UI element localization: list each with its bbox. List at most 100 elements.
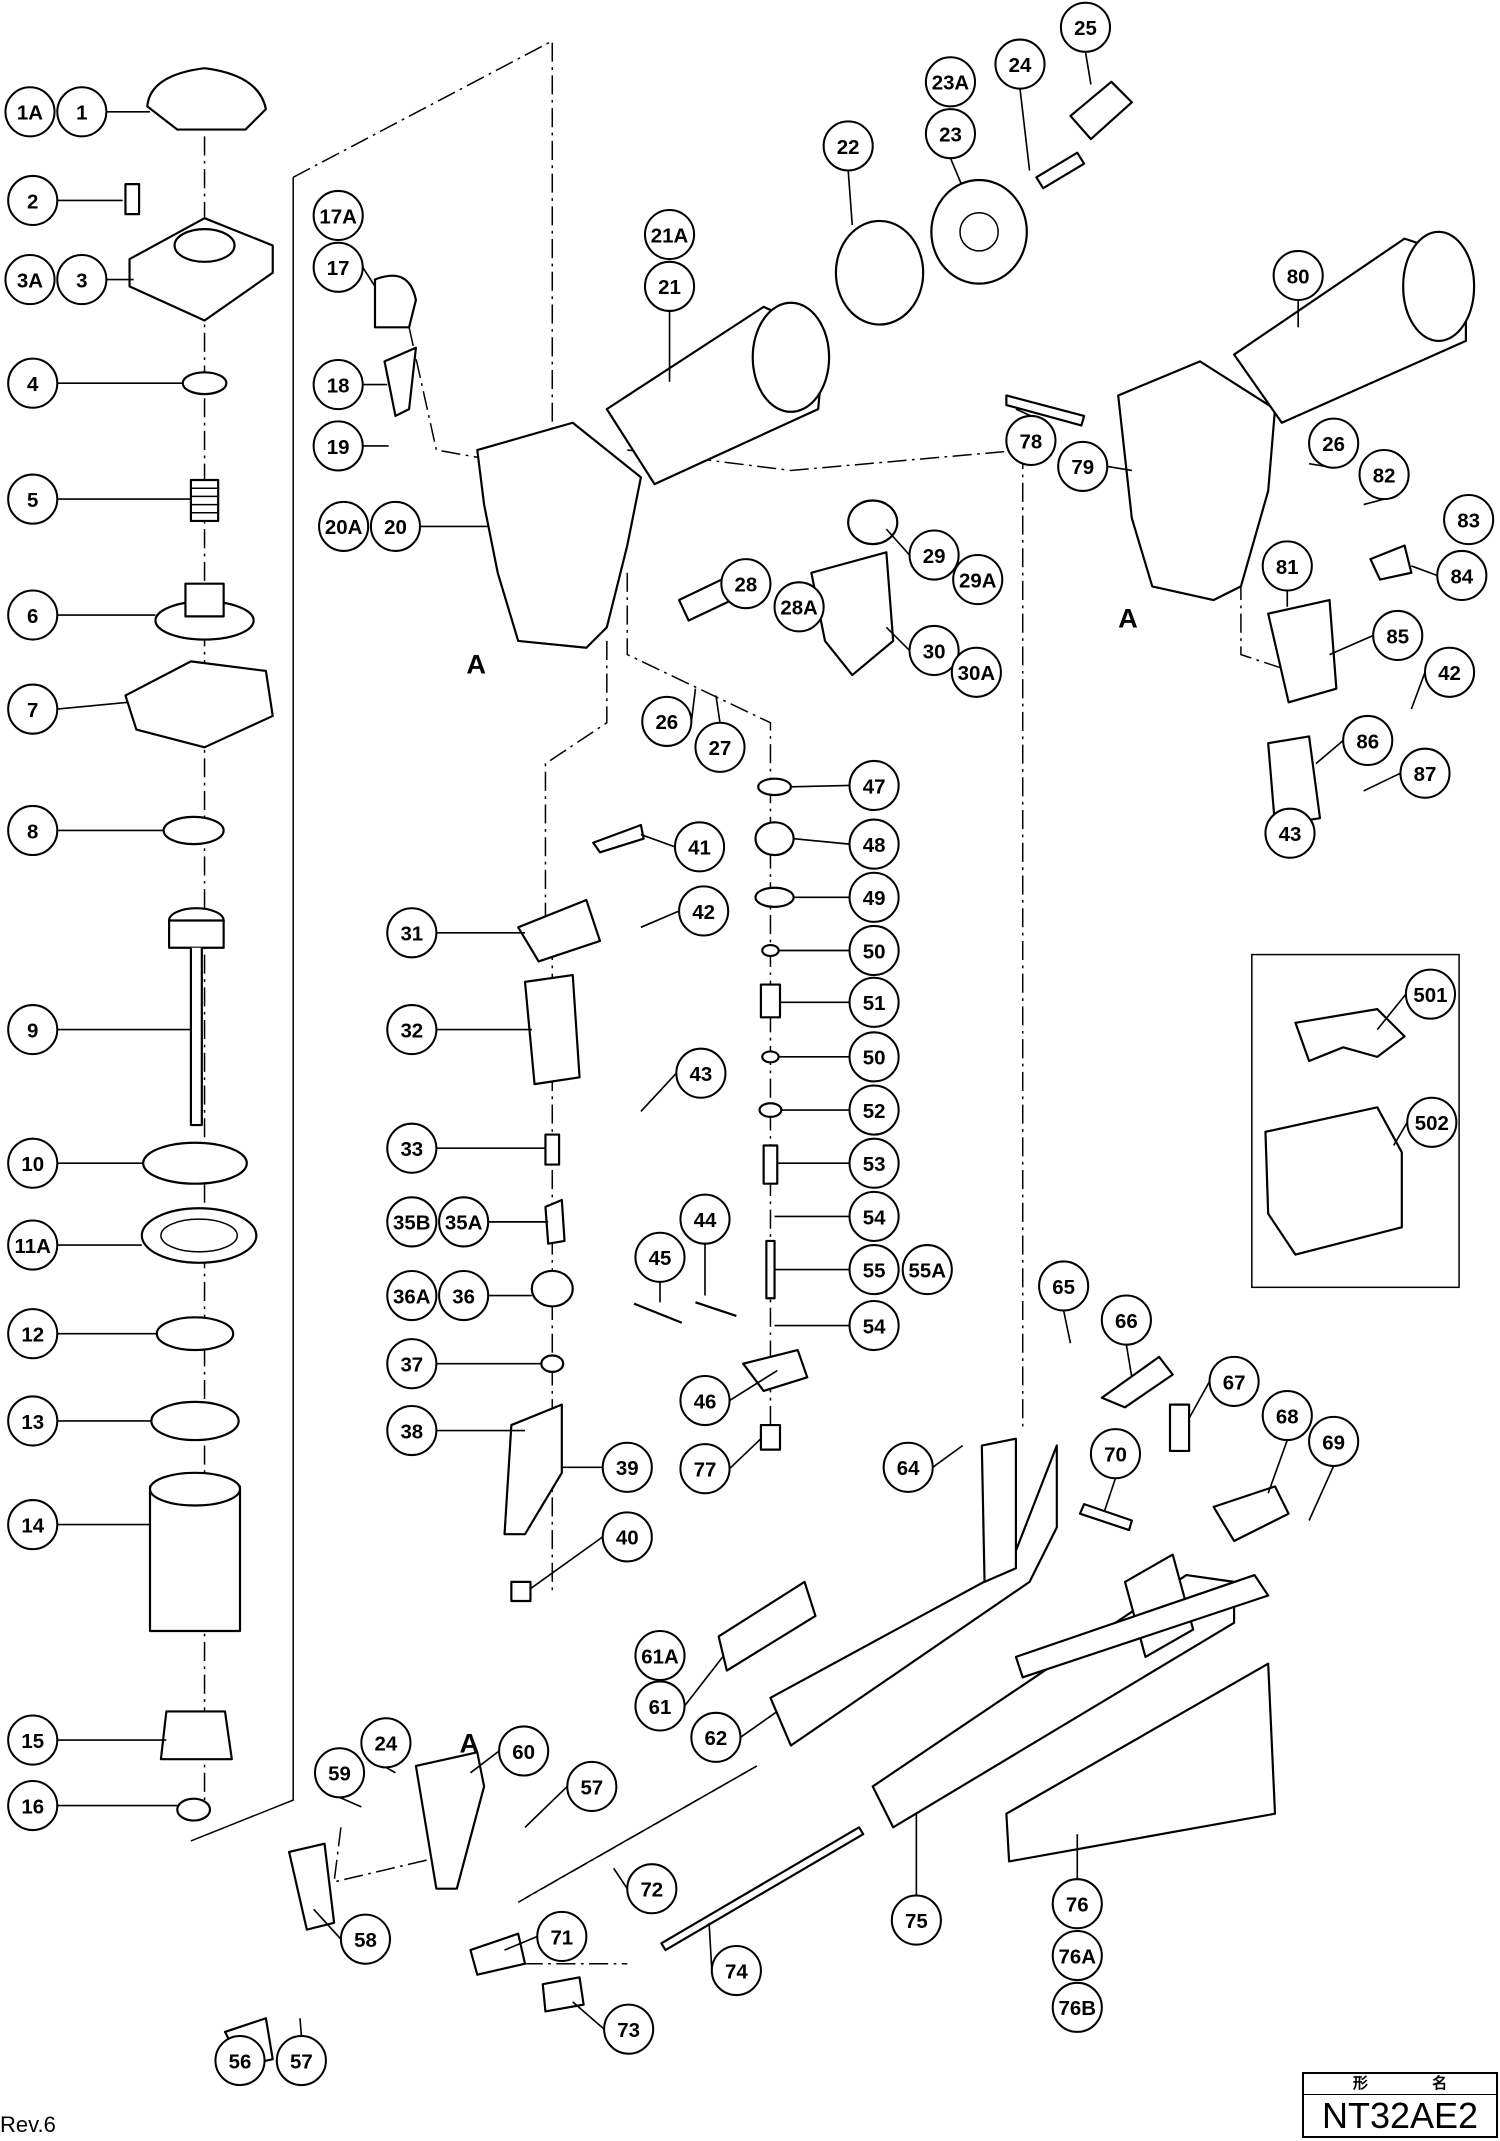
callout-label: 64 xyxy=(897,1457,920,1480)
callout-label: 56 xyxy=(229,2050,252,2073)
leader-line xyxy=(640,833,676,848)
callout-circle xyxy=(848,976,900,1028)
callout-circle xyxy=(1342,714,1394,767)
callout-label: 82 xyxy=(1373,464,1396,487)
callout-leaders xyxy=(57,51,1470,2060)
callout-19: 19 xyxy=(312,420,364,472)
callout-75: 75 xyxy=(890,1894,942,1946)
callout-circle xyxy=(890,1894,942,1946)
callout-67: 67 xyxy=(1208,1355,1260,1407)
callout-circle xyxy=(1059,1,1112,53)
piston-cylinder-parts xyxy=(124,67,274,1822)
callout-circle xyxy=(275,2034,327,2087)
callout-label: 39 xyxy=(616,1457,639,1480)
callout-circle xyxy=(7,1714,59,1766)
callout-label: 10 xyxy=(21,1153,44,1176)
callout-label: 29 xyxy=(923,545,946,568)
leader-line xyxy=(885,626,911,652)
leader-line xyxy=(1267,1439,1289,1494)
callout-label: 35A xyxy=(445,1212,483,1235)
callout-label: 33 xyxy=(400,1138,423,1161)
section-marker-a: A xyxy=(460,1727,480,1758)
callout-22: 22 xyxy=(822,120,874,172)
callout-35b: 35B xyxy=(386,1196,438,1248)
callout-57: 57 xyxy=(566,1760,618,1813)
leader-line xyxy=(1125,1344,1133,1378)
callout-circle xyxy=(848,759,900,812)
callout-circle xyxy=(848,1031,900,1083)
callout-circle xyxy=(386,1269,438,1322)
callout-label: 54 xyxy=(863,1206,886,1229)
callout-label: 41 xyxy=(688,837,711,860)
leader-line xyxy=(469,1750,500,1774)
callout-label: 37 xyxy=(400,1354,423,1377)
callout-1: 1 xyxy=(56,86,108,138)
callout-26: 26 xyxy=(641,695,693,747)
leader-line xyxy=(1363,498,1385,506)
callout-circle xyxy=(678,885,730,937)
callout-circle xyxy=(438,1196,490,1248)
callout-15: 15 xyxy=(7,1714,59,1766)
callout-50: 50 xyxy=(848,1031,900,1083)
callout-label: 43 xyxy=(690,1063,713,1086)
callout-8: 8 xyxy=(7,804,59,857)
callout-80: 80 xyxy=(1272,249,1324,302)
callout-64: 64 xyxy=(882,1441,934,1493)
callout-10: 10 xyxy=(7,1137,59,1189)
callout-circle xyxy=(1308,1415,1360,1467)
callout-circle xyxy=(994,38,1046,90)
callout-73: 73 xyxy=(603,2003,655,2055)
callout-circle xyxy=(773,581,825,633)
callout-circle xyxy=(7,1004,59,1056)
callout-circle xyxy=(56,253,108,306)
callout-52: 52 xyxy=(848,1084,900,1136)
callout-74: 74 xyxy=(710,1944,762,1997)
callout-label: 48 xyxy=(863,834,886,857)
callout-24: 24 xyxy=(360,1717,412,1769)
callout-circle xyxy=(1372,609,1424,662)
leader-line xyxy=(339,1796,362,1808)
section-marker-a: A xyxy=(466,649,486,680)
callout-label: 2 xyxy=(27,190,38,213)
callout-label: 53 xyxy=(863,1153,886,1176)
callout-circle xyxy=(312,358,364,411)
callout-46: 46 xyxy=(679,1374,731,1427)
callout-circle xyxy=(848,924,900,977)
callout-label: 46 xyxy=(694,1390,717,1413)
callout-circle xyxy=(1100,1294,1152,1346)
callout-label: 9 xyxy=(27,1019,38,1042)
callout-87: 87 xyxy=(1399,747,1451,799)
callout-82: 82 xyxy=(1358,448,1410,501)
callout-5: 5 xyxy=(7,473,59,525)
callout-36a: 36A xyxy=(386,1269,438,1322)
callout-circle xyxy=(848,871,900,923)
callout-label: 27 xyxy=(709,737,732,760)
callout-79: 79 xyxy=(1057,440,1109,492)
callout-label: 76A xyxy=(1059,1945,1097,1968)
callout-23a: 23A xyxy=(924,56,977,108)
part-gasket xyxy=(124,660,274,749)
callout-label: 55A xyxy=(909,1259,947,1282)
callout-label: 12 xyxy=(21,1324,44,1347)
callout-circle xyxy=(1443,493,1495,546)
callout-65: 65 xyxy=(1038,1260,1090,1312)
callout-7: 7 xyxy=(7,683,59,735)
callout-14: 14 xyxy=(7,1499,59,1551)
callout-label: 26 xyxy=(655,711,678,734)
callout-circle xyxy=(7,589,59,641)
callout-38: 38 xyxy=(386,1404,438,1457)
model-number: NT32AE2 xyxy=(1321,2095,1479,2136)
leader-line xyxy=(1410,672,1426,710)
callout-circle xyxy=(312,241,364,293)
callout-label: 84 xyxy=(1450,565,1473,588)
callout-label: 35B xyxy=(393,1212,430,1235)
callout-circle xyxy=(601,1511,653,1563)
callout-76b: 76B xyxy=(1051,1981,1103,2033)
callout-circle xyxy=(950,646,1002,698)
callout-label: 59 xyxy=(328,1763,351,1786)
callout-label: 61A xyxy=(641,1645,679,1668)
callout-circle xyxy=(312,420,364,472)
callout-circle xyxy=(822,120,874,172)
callout-circle xyxy=(882,1441,934,1493)
callout-72: 72 xyxy=(626,1863,678,1915)
